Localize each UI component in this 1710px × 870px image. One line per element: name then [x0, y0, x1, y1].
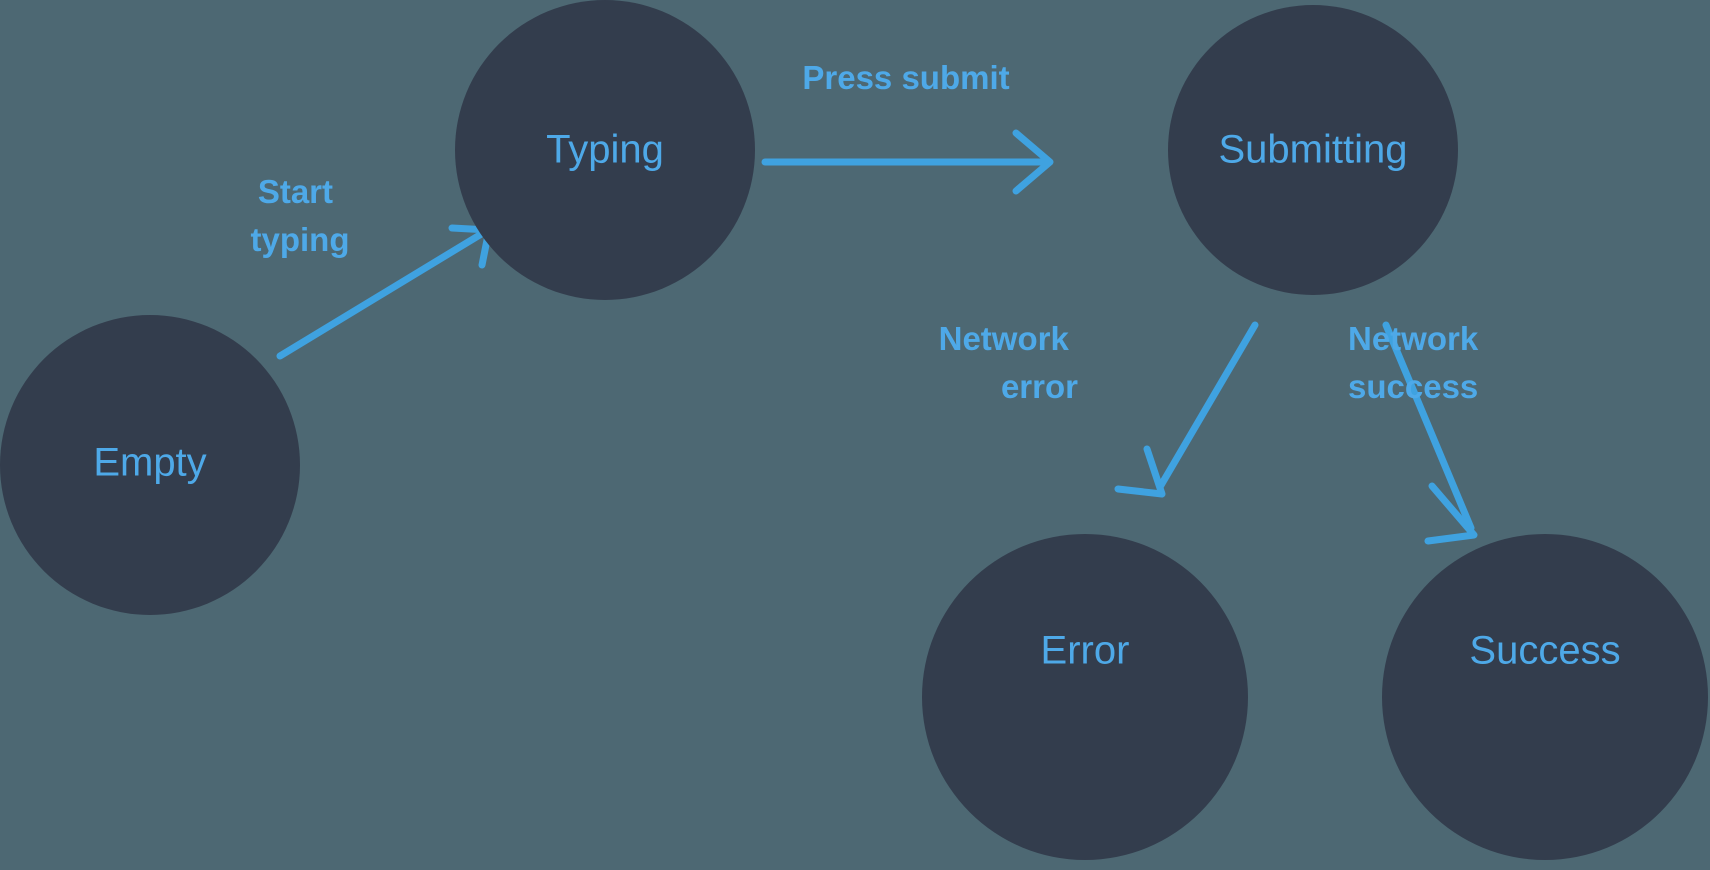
transition-label-network-error: Network error [939, 320, 1079, 405]
transition-label-start-typing: Start typing [251, 173, 350, 258]
label-line-2: typing [251, 221, 350, 258]
state-node-error[interactable]: Error [922, 534, 1248, 860]
transition-line [276, 229, 487, 360]
transition-press-submit[interactable]: Press submit [761, 59, 1054, 195]
transition-network-error[interactable]: Network error [939, 320, 1259, 498]
state-label-empty: Empty [93, 441, 206, 485]
transition-line [1382, 321, 1475, 532]
transitions-layer: Start typing Press submit Network error [251, 59, 1487, 545]
state-node-empty[interactable]: Empty [0, 315, 300, 615]
state-label-success: Success [1469, 629, 1620, 673]
label-line-2: error [1001, 368, 1078, 405]
arrowhead-icon [1424, 482, 1478, 545]
state-node-submitting[interactable]: Submitting [1168, 5, 1458, 295]
state-circle [1382, 534, 1708, 860]
label-line-1: Network [1348, 320, 1479, 357]
transition-start-typing[interactable]: Start typing [251, 173, 493, 360]
transition-label-press-submit: Press submit [802, 59, 1009, 96]
transition-label-network-success: Network success [1348, 320, 1487, 405]
state-circle [0, 315, 300, 615]
state-label-error: Error [1041, 629, 1130, 673]
state-node-typing[interactable]: Typing [455, 0, 755, 300]
state-label-submitting: Submitting [1219, 128, 1408, 172]
label-line-1: Network [939, 320, 1070, 357]
label-line-2: success [1348, 368, 1478, 405]
arrowhead-icon [1012, 129, 1054, 195]
transition-line [1156, 321, 1259, 491]
arrowhead-icon [1114, 445, 1166, 498]
state-label-typing: Typing [546, 128, 664, 172]
state-circle [455, 0, 755, 300]
state-node-success[interactable]: Success [1382, 534, 1708, 860]
state-circle [922, 534, 1248, 860]
label-line-1: Press submit [802, 59, 1009, 96]
transition-network-success[interactable]: Network success [1348, 320, 1487, 545]
label-line-1: Start [258, 173, 333, 210]
state-circle [1168, 5, 1458, 295]
